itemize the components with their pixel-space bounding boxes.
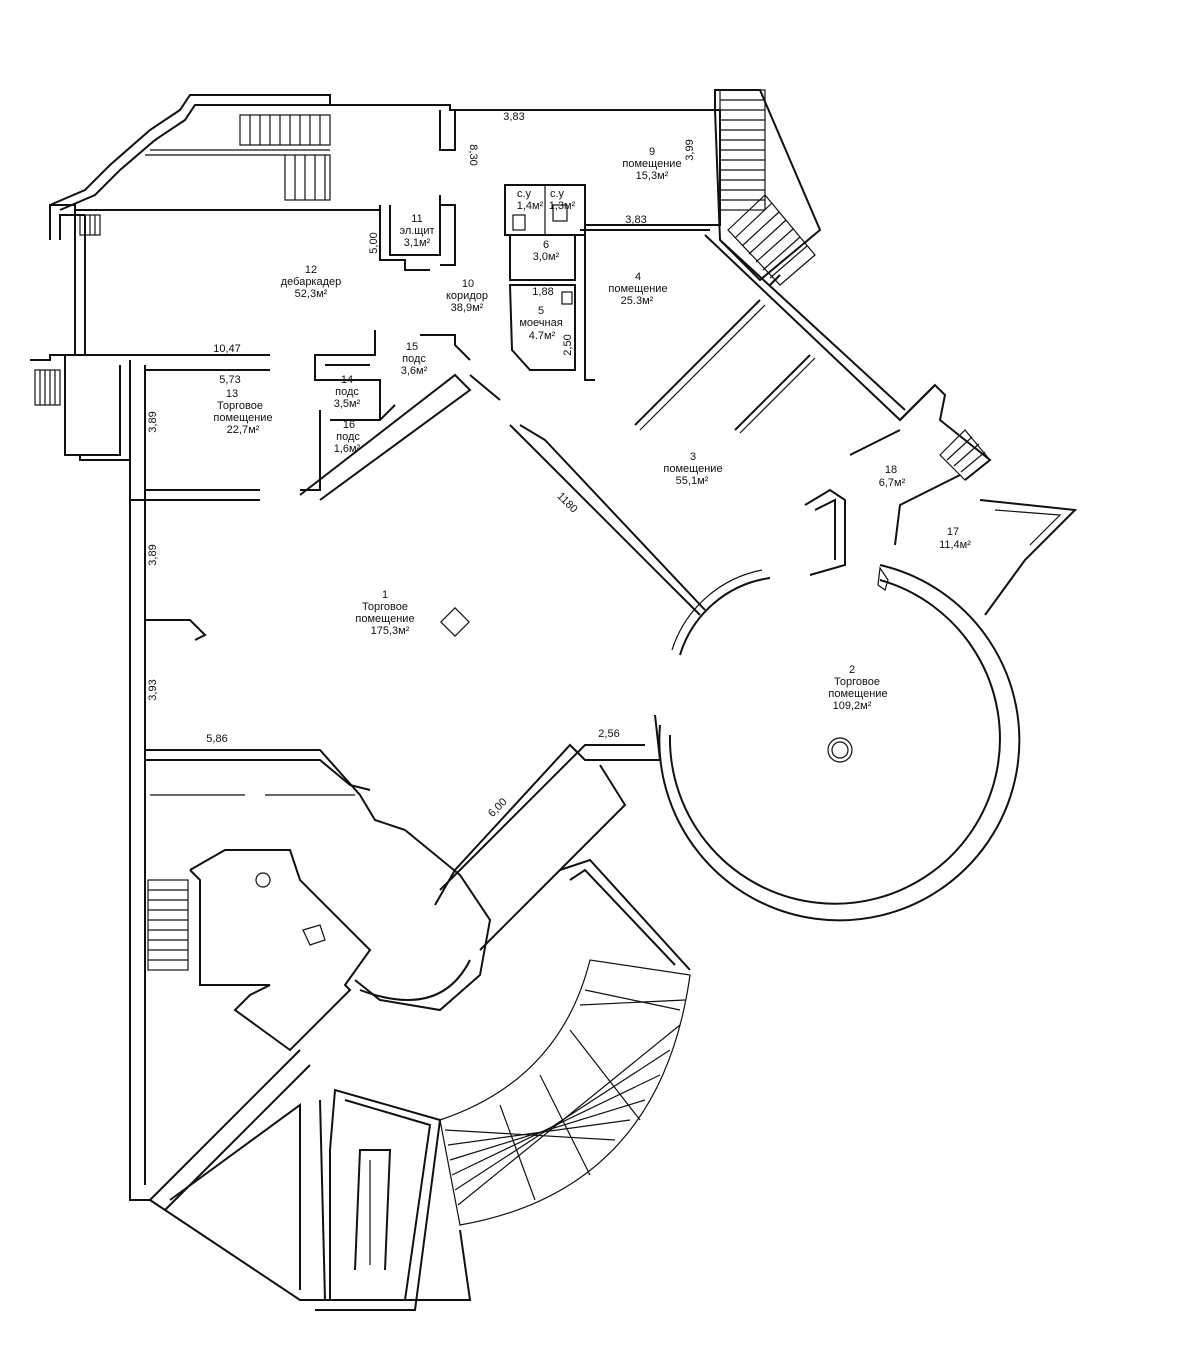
- room-area: 3,6м²: [401, 365, 428, 377]
- room-name: коридор: [446, 290, 488, 302]
- room-area: 3,0м²: [533, 251, 560, 263]
- room-number: 1: [382, 589, 388, 601]
- room-number: 12: [305, 264, 317, 276]
- room-area: 38,9м²: [451, 302, 484, 314]
- room-number: 13: [226, 388, 238, 400]
- room-number: 6: [543, 239, 549, 251]
- dim-label: 3,83: [625, 214, 646, 226]
- dim-label: 10,47: [213, 343, 241, 355]
- south-zone: [145, 619, 691, 1311]
- dim-label: 1,88: [532, 286, 553, 298]
- dim-label: 3,89: [147, 411, 159, 432]
- round-hall: [658, 564, 1021, 922]
- dim-label: 2,56: [598, 728, 619, 740]
- room-number: 3: [690, 451, 696, 463]
- room-area: 1,4м²: [517, 200, 544, 212]
- room-name: с.у: [517, 188, 532, 200]
- room-area: 3,5м²: [334, 398, 361, 410]
- room-area: 22,7м²: [227, 424, 260, 436]
- dim-label: 2,50: [562, 334, 574, 355]
- north-rooms: [50, 109, 816, 616]
- room-name: подс: [336, 431, 360, 443]
- room-name: помещение: [355, 613, 414, 625]
- room-name: подс: [402, 353, 426, 365]
- room-name: эл.щит: [399, 225, 434, 237]
- room-name: помещение: [608, 283, 667, 295]
- room-name: Торговое: [217, 400, 263, 412]
- stairs: [34, 89, 991, 1226]
- room-labels: 1 Торговое помещение 175,3м² 2 Торговое …: [213, 146, 971, 712]
- room-area: 3,1м²: [404, 237, 431, 249]
- east-wing: [804, 383, 1078, 616]
- dim-label: 3,83: [503, 111, 524, 123]
- room-number: 18: [885, 464, 897, 476]
- room-area: 52,3м²: [295, 288, 328, 300]
- room-name: дебаркадер: [281, 276, 342, 288]
- room-area: 1,6м²: [334, 443, 361, 455]
- dim-label: 1180: [555, 490, 580, 515]
- room-number: 2: [849, 664, 855, 676]
- room-number: 9: [649, 146, 655, 158]
- room-number: 15: [406, 341, 418, 353]
- room-area: 109,2м²: [833, 700, 872, 712]
- room-name: Торговое: [362, 601, 408, 613]
- room-name: помещение: [622, 158, 681, 170]
- dim-label: 5,86: [206, 733, 227, 745]
- room-number: 10: [462, 278, 474, 290]
- room-number: 5: [538, 305, 544, 317]
- outer-walls: [30, 89, 936, 1201]
- room-area: 1,3м²: [549, 200, 576, 212]
- room-name: с.у: [550, 188, 565, 200]
- dim-label: 5,00: [368, 232, 380, 253]
- room-area: 25.3м²: [621, 295, 654, 307]
- room-name: моечная: [519, 317, 562, 329]
- room-number: 14: [341, 374, 353, 386]
- dim-label: 3,89: [147, 544, 159, 565]
- room-number: 17: [947, 526, 959, 538]
- room-number: 16: [343, 419, 355, 431]
- room-name: Торговое: [834, 676, 880, 688]
- room-area: 6,7м²: [879, 477, 906, 489]
- room-area: 175,3м²: [371, 625, 410, 637]
- room-area: 11,4м²: [939, 539, 971, 551]
- room-name: помещение: [213, 412, 272, 424]
- room-area: 15,3м²: [636, 170, 669, 182]
- room-number: 4: [635, 271, 641, 283]
- dim-label: 8,30: [467, 144, 479, 165]
- room-area: 55,1м²: [676, 475, 709, 487]
- dim-label: 6,00: [486, 796, 510, 820]
- room-number: 11: [411, 213, 422, 225]
- room-name: подс: [335, 386, 359, 398]
- room-name: помещение: [828, 688, 887, 700]
- room-area: 4.7м²: [529, 330, 556, 342]
- dim-label: 3,99: [684, 139, 696, 160]
- dim-label: 3,93: [147, 679, 159, 700]
- dim-label: 5,73: [219, 374, 240, 386]
- room-name: помещение: [663, 463, 722, 475]
